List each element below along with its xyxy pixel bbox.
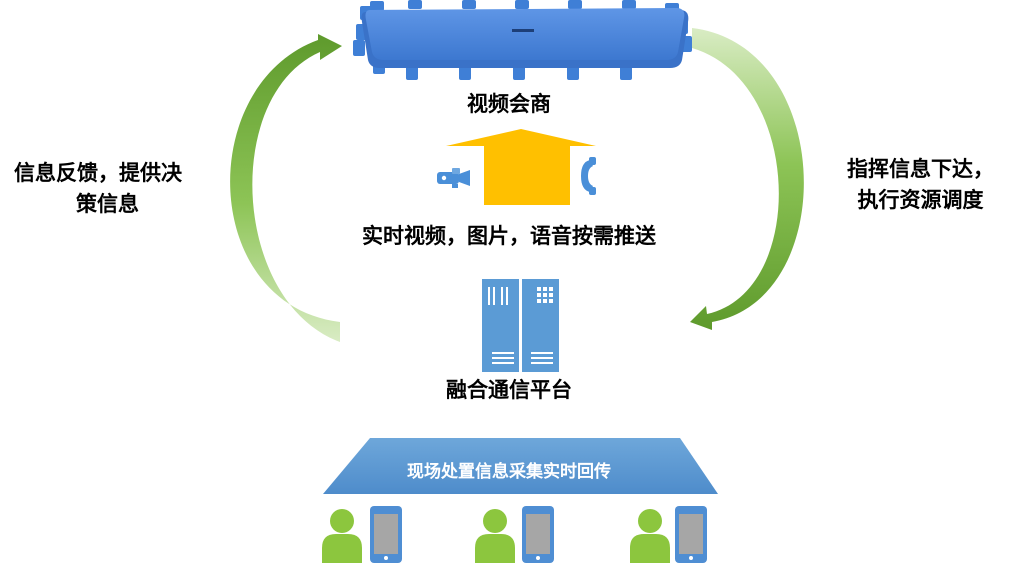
command-label: 指挥信息下达， 执行资源调度	[847, 154, 994, 216]
telephone-icon	[581, 157, 596, 195]
field-personnel-3	[630, 506, 707, 563]
command-arrow	[690, 28, 804, 330]
person-icon	[630, 509, 670, 563]
command-label-line1: 指挥信息下达，	[847, 157, 994, 181]
push-arrow	[446, 129, 596, 205]
field-banner	[323, 438, 718, 494]
video-camera-icon	[437, 168, 470, 188]
feedback-label-line2: 策信息	[76, 192, 139, 216]
command-label-line2: 执行资源调度	[857, 188, 984, 212]
conference-table	[353, 0, 692, 80]
push-label: 实时视频，图片，语音按需推送	[362, 224, 656, 248]
field-personnel-2	[475, 506, 554, 563]
video-conference-label: 视频会商	[467, 92, 551, 116]
feedback-arrow	[230, 34, 342, 342]
person-icon	[475, 509, 515, 563]
platform-label: 融合通信平台	[446, 378, 572, 402]
server-icon	[482, 279, 559, 372]
feedback-label: 信息反馈，提供决 策信息	[14, 158, 182, 220]
smartphone-icon	[675, 506, 707, 563]
smartphone-icon	[522, 506, 554, 563]
field-personnel-1	[322, 506, 402, 563]
feedback-label-line1: 信息反馈，提供决	[14, 161, 182, 185]
person-icon	[322, 509, 362, 563]
smartphone-icon	[370, 506, 402, 563]
field-banner-label: 现场处置信息采集实时回传	[407, 462, 611, 482]
